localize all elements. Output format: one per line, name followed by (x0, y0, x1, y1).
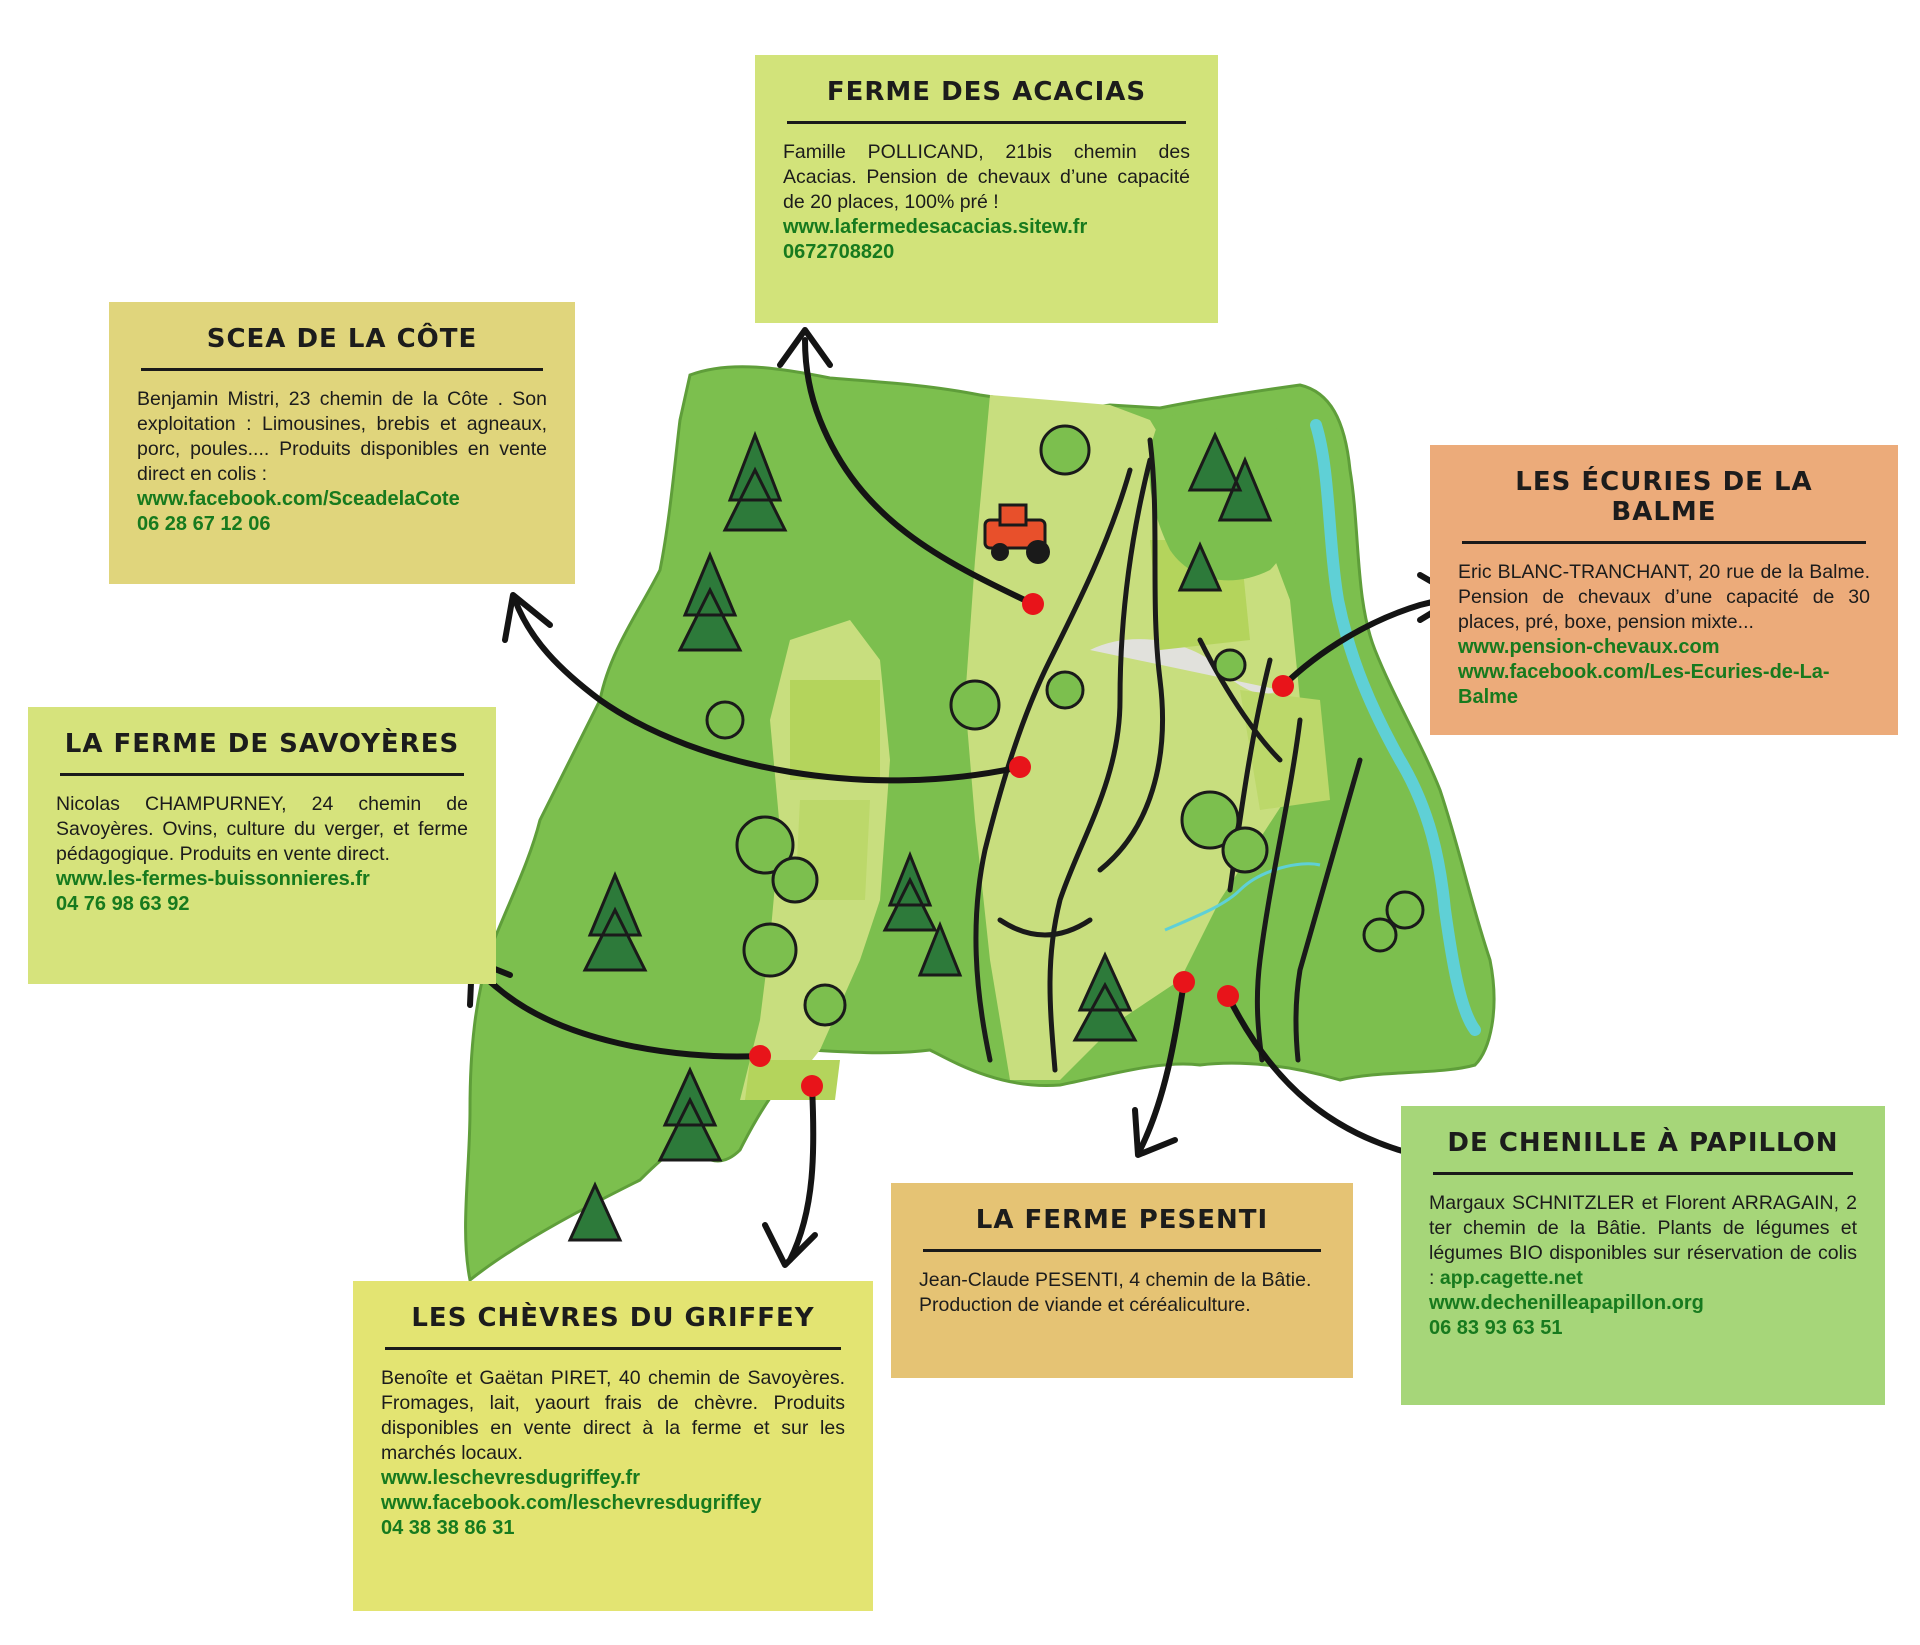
wooded-hill-right (1149, 409, 1301, 581)
website-link[interactable]: www.les-fermes-buissonnieres.fr (56, 868, 370, 890)
title-rule (923, 1249, 1321, 1252)
card-text: Benjamin Mistri, 23 chemin de la Côte . … (137, 388, 547, 485)
card-text: Nicolas CHAMPURNEY, 24 chemin de Savoyèr… (56, 793, 468, 865)
card-title: LA FERME PESENTI (975, 1205, 1269, 1235)
round-tree-icon (1045, 670, 1085, 710)
cagette-link[interactable]: app.cagette.net (1439, 1267, 1583, 1289)
title-rule (60, 773, 464, 776)
round-tree-icon (803, 983, 847, 1027)
field-right-lower (1240, 690, 1330, 810)
round-tree-icon (735, 815, 795, 875)
card-text: Jean-Claude PESENTI, 4 chemin de la Bâti… (919, 1269, 1312, 1316)
card-text: Benoîte et Gaëtan PIRET, 40 chemin de Sa… (381, 1367, 845, 1464)
farm-markers (749, 593, 1294, 1097)
card-ecuries-de-la-balme: LES ÉCURIES DE LA BALME Eric BLANC-TRANC… (1430, 445, 1898, 735)
title-rule (787, 121, 1186, 124)
marker-chenille[interactable] (1217, 985, 1239, 1007)
arrow-to-pesenti (1137, 979, 1187, 1153)
round-tree-icon (1039, 424, 1091, 476)
phone-number: 06 83 93 63 51 (1429, 1317, 1563, 1339)
pine-tree-icon (582, 871, 648, 972)
card-text: Famille POLLICAND, 21bis chemin des Acac… (783, 141, 1190, 213)
card-title: SCEA DE LA CÔTE (206, 324, 478, 354)
card-title: LES CHÈVRES DU GRIFFEY (411, 1303, 815, 1333)
title-rule (141, 368, 543, 371)
pine-tree-icon (722, 430, 788, 532)
pine-tree-icon (657, 1066, 723, 1162)
pine-tree-icon (1177, 541, 1223, 592)
round-tree-icon (1385, 890, 1425, 930)
round-tree-icon (771, 856, 819, 904)
title-rule (1462, 541, 1866, 544)
pine-tree-icon (917, 920, 963, 977)
card-title: LA FERME DE SAVOYÈRES (64, 729, 460, 759)
round-tree-icon (1362, 917, 1398, 953)
field-patch-1 (790, 680, 880, 780)
facebook-link[interactable]: www.facebook.com/leschevresdugriffey (381, 1492, 762, 1514)
round-tree-icon (705, 700, 745, 740)
trees (567, 424, 1425, 1242)
pine-tree-icon (677, 551, 743, 652)
website-link[interactable]: www.lafermedesacacias.sitew.fr (783, 216, 1088, 238)
title-rule (1433, 1172, 1853, 1175)
card-ferme-pesenti: LA FERME PESENTI Jean-Claude PESENTI, 4 … (891, 1183, 1353, 1378)
round-tree-icon (1213, 648, 1247, 682)
marker-acacias[interactable] (1022, 593, 1044, 615)
pine-tree-icon (567, 1181, 623, 1242)
card-de-chenille-a-papillon: DE CHENILLE À PAPILLON Margaux SCHNITZLE… (1401, 1106, 1885, 1405)
card-text-wrapper: Margaux SCHNITZLER et Florent ARRAGAIN, … (1429, 1191, 1857, 1291)
round-tree-icon (742, 922, 798, 978)
marker-cote[interactable] (1009, 756, 1031, 778)
marker-pesenti[interactable] (1173, 971, 1195, 993)
river (1310, 419, 1481, 1036)
pine-tree-icon (882, 850, 938, 932)
marker-balme[interactable] (1272, 675, 1294, 697)
card-title: LES ÉCURIES DE LA BALME (1515, 467, 1813, 527)
round-tree-icon (1180, 790, 1240, 850)
arrow-to-cote (512, 597, 1023, 784)
round-tree-icon (1221, 826, 1269, 874)
card-ferme-des-acacias: FERME DES ACACIAS Famille POLLICAND, 21b… (755, 55, 1218, 323)
arrow-to-chenille (1225, 993, 1443, 1163)
grey-zone (1090, 639, 1280, 694)
card-text: Margaux SCHNITZLER et Florent ARRAGAIN, … (1429, 1192, 1857, 1289)
facebook-link[interactable]: www.facebook.com/Les-Ecuries-de-La-Balme (1458, 661, 1830, 708)
facebook-link[interactable]: www.facebook.com/SceadelaCote (137, 488, 460, 510)
marker-griffey[interactable] (801, 1075, 823, 1097)
round-tree-icon (949, 679, 1001, 731)
phone-number: 04 76 98 63 92 (56, 893, 190, 915)
card-scea-de-la-cote: SCEA DE LA CÔTE Benjamin Mistri, 23 chem… (109, 302, 575, 584)
marker-savoyeres[interactable] (749, 1045, 771, 1067)
card-title: FERME DES ACACIAS (826, 77, 1147, 107)
pine-tree-icon (1072, 951, 1138, 1042)
card-ferme-de-savoyeres: LA FERME DE SAVOYÈRES Nicolas CHAMPURNEY… (28, 707, 496, 984)
phone-number: 0672708820 (783, 241, 895, 263)
pine-tree-icon (1187, 431, 1273, 522)
phone-number: 04 38 38 86 31 (381, 1517, 515, 1539)
arrow-to-acacias (802, 337, 1036, 607)
arrow-to-griffey (787, 1083, 817, 1263)
stream (1164, 862, 1321, 932)
website-link[interactable]: www.dechenilleapapillon.org (1429, 1292, 1704, 1314)
title-rule (385, 1347, 841, 1350)
phone-number: 06 28 67 12 06 (137, 513, 271, 535)
card-chevres-du-griffey: LES CHÈVRES DU GRIFFEY Benoîte et Gaëtan… (353, 1281, 873, 1611)
website-link[interactable]: www.leschevresdugriffey.fr (381, 1467, 640, 1489)
tractor-icon (983, 503, 1050, 564)
card-text: Eric BLANC-TRANCHANT, 20 rue de la Balme… (1458, 561, 1870, 633)
card-title: DE CHENILLE À PAPILLON (1447, 1128, 1839, 1158)
website-link[interactable]: www.pension-chevaux.com (1458, 636, 1720, 658)
